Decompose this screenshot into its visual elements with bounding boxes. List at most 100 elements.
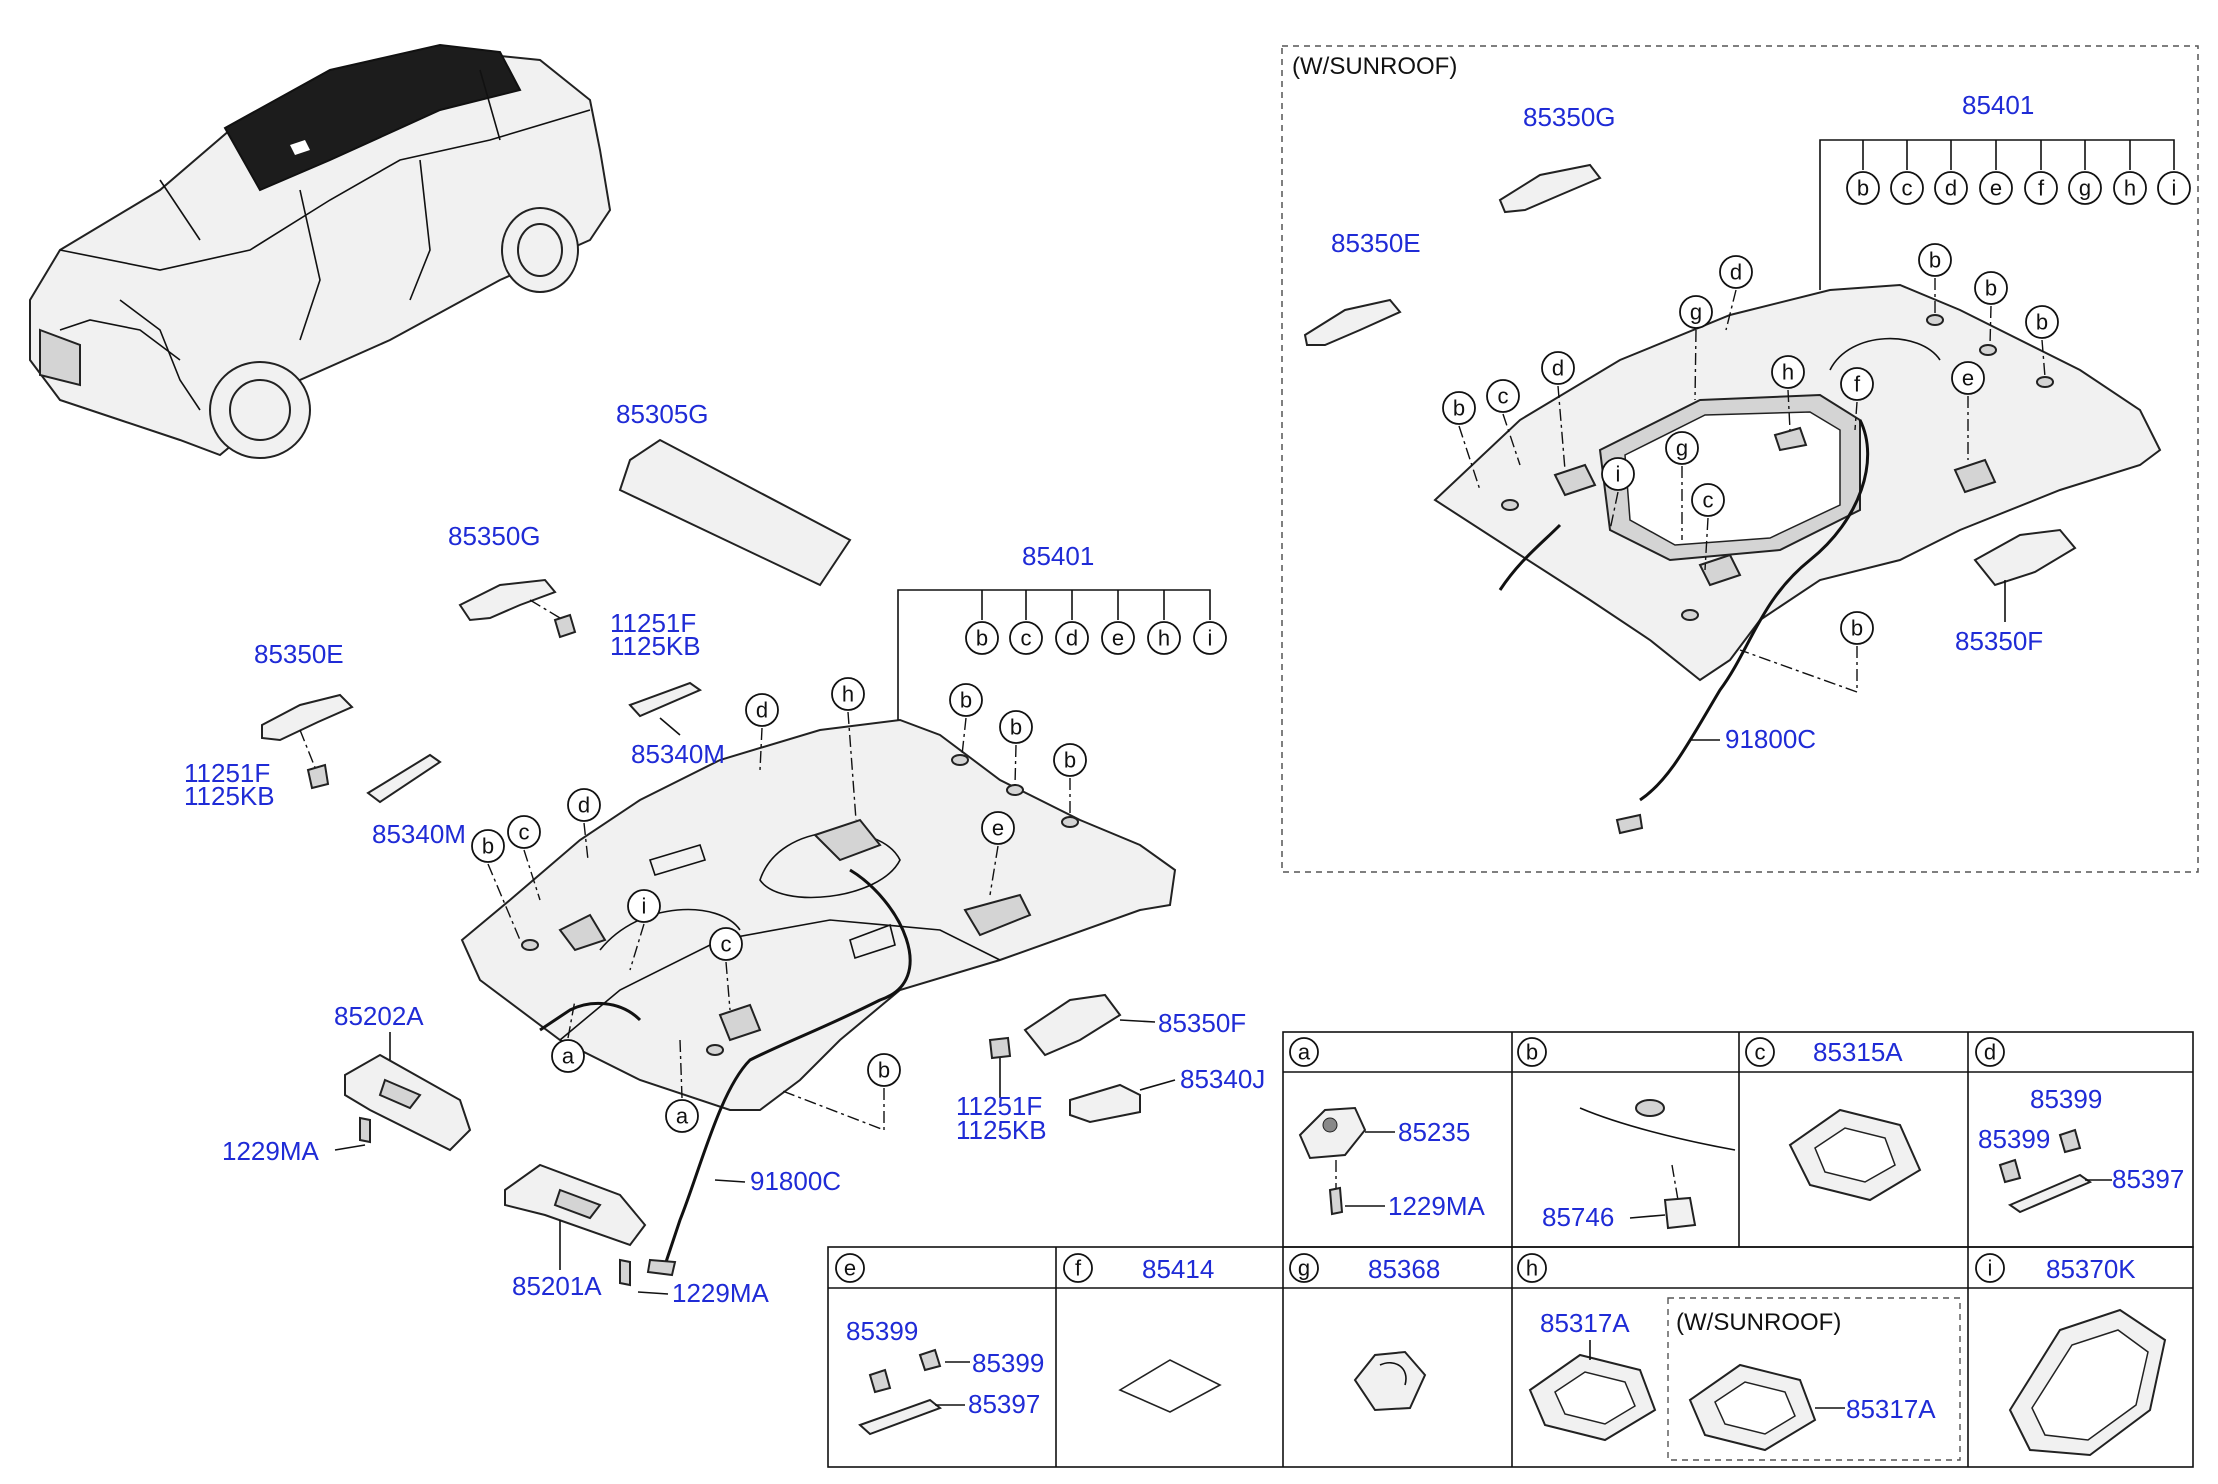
- callout-c: c: [1021, 626, 1032, 651]
- detail-cell-g: g 85368: [1289, 1253, 1440, 1412]
- callout-b: b: [2036, 310, 2048, 335]
- callout-d: d: [578, 793, 590, 818]
- part-label: 85397: [968, 1389, 1040, 1419]
- visor-right-label: 85202A: [334, 1001, 424, 1031]
- cell-title: 85368: [1368, 1254, 1440, 1284]
- main-callout-row: b c d e h i: [965, 621, 1227, 655]
- roof-film-label: 85305G: [616, 399, 709, 429]
- callout-h: h: [1782, 360, 1794, 385]
- detail-cell-f: f 85414: [1063, 1253, 1222, 1413]
- callout-g: g: [2079, 176, 2091, 201]
- sunroof-bracket-right-part: [1973, 528, 2077, 587]
- bracket-upper-part: [458, 578, 557, 622]
- callout-b: b: [878, 1058, 890, 1083]
- callout-e: e: [1990, 176, 2002, 201]
- callout-a: a: [562, 1044, 575, 1069]
- detail-cell-b: b 85746: [1517, 1037, 1736, 1232]
- visor-screw-label: 1229MA: [672, 1278, 769, 1308]
- sun-visors: 85202A 1229MA 85201A 1229MA: [222, 1001, 769, 1308]
- detail-cell-h: h 85317A (W/SUNROOF) 85317A: [1517, 1253, 1961, 1461]
- roof-film-part: [618, 438, 852, 587]
- screw-label-1125KB: 1125KB: [184, 781, 275, 811]
- detail-cell-e: e 85399 85399 85397: [835, 1253, 1044, 1436]
- callout-e: e: [1962, 366, 1974, 391]
- cell-letter: i: [1988, 1256, 1993, 1281]
- bracket-left-part: [261, 693, 354, 742]
- callout-c: c: [1703, 488, 1714, 513]
- grip-label: 85340J: [1180, 1064, 1265, 1094]
- callout-h: h: [1158, 626, 1170, 651]
- grip-handle-part: [366, 753, 442, 804]
- part-label: 85746: [1542, 1202, 1614, 1232]
- part-label: 1229MA: [1388, 1191, 1485, 1221]
- detail-grid: [827, 1031, 2194, 1468]
- callout-b: b: [1064, 748, 1076, 773]
- detail-cell-d: d 85399 85399 85397: [1975, 1037, 2184, 1214]
- sunroof-bracket-upper-part: [1498, 163, 1602, 214]
- sunroof-headlining-label: 85401: [1962, 90, 2034, 120]
- visor-screw-label: 1229MA: [222, 1136, 319, 1166]
- detail-cell-i: i 85370K: [1975, 1253, 2167, 1457]
- part-label: 85235: [1398, 1117, 1470, 1147]
- grip-label: 85340M: [372, 819, 466, 849]
- callout-b: b: [1851, 616, 1863, 641]
- sunroof-callout-bracket: 85401: [1819, 90, 2175, 290]
- callout-f: f: [1854, 372, 1861, 397]
- cell-letter: f: [1075, 1256, 1082, 1281]
- callout-b: b: [960, 688, 972, 713]
- cell-title: 85414: [1142, 1254, 1214, 1284]
- callout-b: b: [976, 626, 988, 651]
- callout-f: f: [2038, 176, 2045, 201]
- bracket-upper-label: 85350G: [448, 521, 541, 551]
- callout-a: a: [676, 1104, 689, 1129]
- main-callout-bracket: 85401: [897, 541, 1211, 720]
- callout-b: b: [482, 834, 494, 859]
- part-label: 85397: [2112, 1164, 2184, 1194]
- cell-letter: e: [844, 1256, 856, 1281]
- sunroof-section: (W/SUNROOF) 85350G 85350E 85350F 91800C: [1281, 45, 2199, 873]
- cell-letter: a: [1298, 1040, 1311, 1065]
- callout-c: c: [1498, 384, 1509, 409]
- main-headlining-assembly: 85305G: [460, 399, 1177, 1277]
- bracket-right-part: [1023, 993, 1122, 1057]
- cell-letter: b: [1526, 1040, 1538, 1065]
- sunroof-panel-callouts: d b g b b b c d h f e g i c b: [1442, 243, 2059, 693]
- cell-letter: c: [1755, 1040, 1766, 1065]
- sunroof-title: (W/SUNROOF): [1292, 53, 1457, 80]
- callout-d: d: [1730, 260, 1742, 285]
- part-label: 85399: [1978, 1124, 2050, 1154]
- sunroof-wiring-label: 91800C: [1725, 724, 1816, 754]
- detail-cell-c: c 85315A: [1745, 1037, 1922, 1202]
- part-label: 85399: [2030, 1084, 2102, 1114]
- sunroof-note: (W/SUNROOF): [1676, 1309, 1841, 1336]
- screw-label-11251F: 11251F: [610, 608, 696, 638]
- callout-h: h: [842, 682, 854, 707]
- part-label: 85399: [846, 1316, 918, 1346]
- callout-d: d: [756, 698, 768, 723]
- part-label: 85317A: [1540, 1308, 1630, 1338]
- wiring-label: 91800C: [750, 1166, 841, 1196]
- grip-handle-part: [1069, 1083, 1141, 1124]
- screw-label-11251F: 11251F: [184, 758, 270, 788]
- cell-letter: g: [1298, 1256, 1310, 1281]
- bracket-left-label: 85350E: [254, 639, 344, 669]
- callout-i: i: [2172, 176, 2177, 201]
- callout-d: d: [1945, 176, 1957, 201]
- screw-label-1125KB: 1125KB: [956, 1115, 1047, 1145]
- sunroof-callout-row: b c d e f g h i: [1846, 171, 2191, 205]
- part-label: 85399: [972, 1348, 1044, 1378]
- sunroof-bracket-left-label: 85350E: [1331, 228, 1421, 258]
- screw-label-11251F: 11251F: [956, 1091, 1042, 1121]
- visor-left-label: 85201A: [512, 1271, 602, 1301]
- callout-i: i: [1208, 626, 1213, 651]
- vehicle-illustration: [29, 43, 612, 459]
- callout-g: g: [1676, 436, 1688, 461]
- cell-letter: d: [1984, 1040, 1996, 1065]
- callout-e: e: [1112, 626, 1124, 651]
- main-panel-callouts: h d b b b d c b e i c a a b: [471, 677, 1087, 1133]
- callout-c: c: [721, 932, 732, 957]
- callout-h: h: [2124, 176, 2136, 201]
- callout-b: b: [1985, 276, 1997, 301]
- screw-label-1125KB: 1125KB: [610, 631, 701, 661]
